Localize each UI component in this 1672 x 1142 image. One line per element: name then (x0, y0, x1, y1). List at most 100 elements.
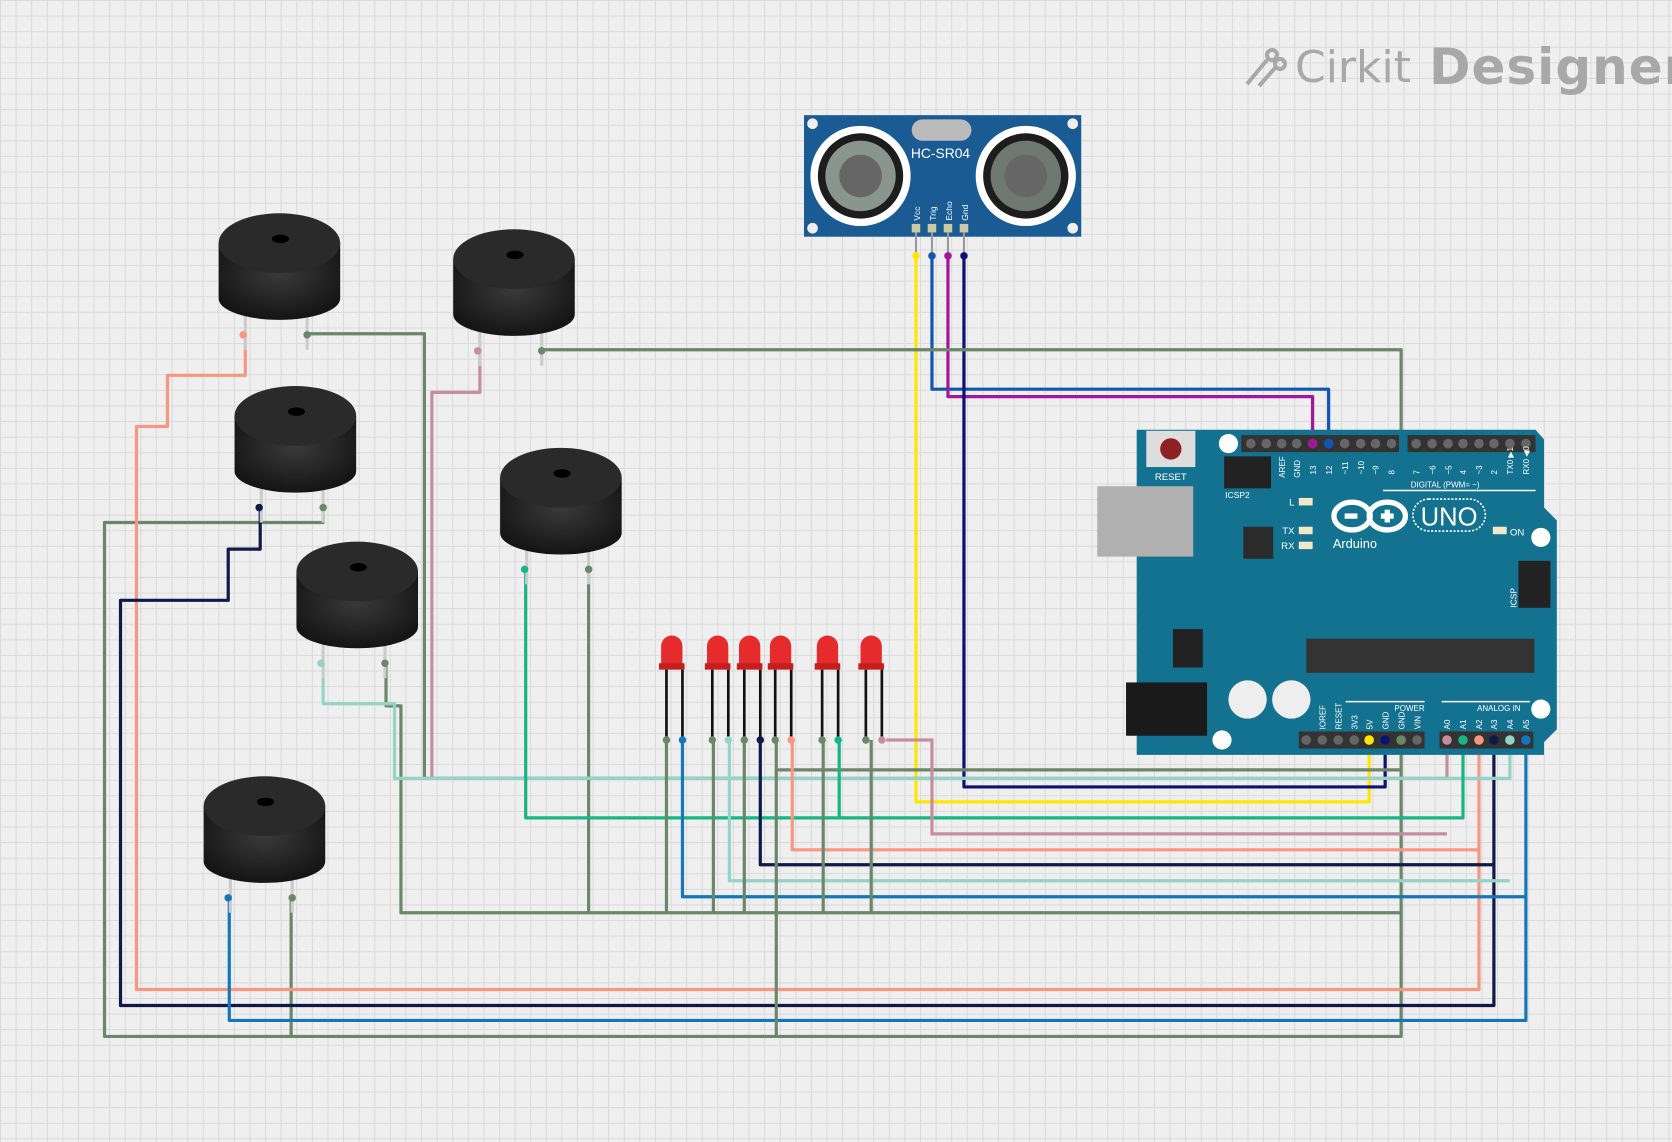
power-pin[interactable] (1412, 735, 1422, 745)
buzzer-pin[interactable] (317, 659, 325, 667)
buzzer-4[interactable] (296, 541, 419, 679)
led-anode[interactable] (878, 736, 886, 744)
digital-pin[interactable] (1427, 438, 1437, 449)
digital-pin[interactable] (1443, 438, 1453, 449)
digital-pin-label: GND (1293, 460, 1302, 478)
wire-buzzer4-a4[interactable] (321, 663, 1512, 780)
wire-trig-d12[interactable] (930, 255, 1331, 444)
led-cathode[interactable] (662, 736, 671, 744)
hc-sr04-sensor[interactable]: HC-SR04 Vcc Trig Echo Gnd (804, 115, 1082, 260)
transducer-right (975, 125, 1076, 227)
analog-pin[interactable] (1474, 735, 1484, 745)
digital-pin-label: 7 (1412, 470, 1421, 475)
buzzer-pin[interactable] (473, 347, 482, 355)
digital-pin[interactable] (1355, 438, 1366, 449)
wire-led1-a5[interactable] (680, 740, 1526, 899)
buzzer-pin[interactable] (537, 347, 546, 355)
wires (102, 255, 1528, 1039)
red-led-3[interactable] (736, 635, 765, 744)
buzzer-3[interactable] (234, 385, 357, 523)
led-cathode[interactable] (818, 736, 826, 744)
buzzer-hole (349, 563, 367, 572)
digital-pin-label: 2 (1490, 470, 1499, 475)
buzzer-pin[interactable] (520, 565, 529, 574)
led-anode[interactable] (756, 736, 765, 744)
buzzer-pin[interactable] (239, 331, 247, 339)
analog-pin-label: A0 (1443, 719, 1452, 729)
digital-pin[interactable] (1370, 438, 1381, 449)
digital-pin[interactable] (1276, 438, 1287, 449)
power-pin[interactable] (1349, 735, 1360, 745)
wire-buzzer6-a5[interactable] (227, 740, 1528, 1023)
digital-pin[interactable] (1505, 438, 1515, 449)
buzzer-pin[interactable] (584, 565, 593, 574)
wire-led6-a0[interactable] (886, 738, 1447, 836)
buzzer-pin[interactable] (288, 894, 296, 902)
analog-pin[interactable] (1489, 735, 1499, 745)
digital-pin[interactable] (1474, 438, 1484, 449)
power-pin[interactable] (1301, 735, 1312, 745)
led-cathode[interactable] (708, 736, 717, 744)
red-led-2[interactable] (704, 635, 733, 744)
analog-pin[interactable] (1458, 735, 1468, 745)
digital-pin-label: 4 (1459, 470, 1468, 475)
wire-buzzer2-a0[interactable] (430, 349, 1449, 780)
led-cathode[interactable] (771, 736, 779, 744)
red-led-4[interactable] (767, 635, 795, 744)
power-pin[interactable] (1317, 735, 1328, 745)
wire-echo-d13[interactable] (946, 255, 1315, 444)
wire-buzzer5-a1[interactable] (524, 569, 1465, 820)
buzzer-pin[interactable] (224, 894, 232, 902)
buzzer-6[interactable] (203, 776, 326, 913)
digital-pin[interactable] (1521, 438, 1531, 449)
analog-pin[interactable] (1521, 735, 1531, 745)
analog-pin[interactable] (1442, 735, 1452, 745)
digital-pin[interactable] (1339, 438, 1350, 449)
wire-led3-a3[interactable] (758, 740, 1494, 867)
wire-buzzer1-a2[interactable] (134, 333, 1481, 992)
icsp-header (1518, 560, 1551, 608)
digital-pin-label: ~3 (1475, 465, 1484, 475)
wire-gnd-sensor[interactable] (962, 255, 1387, 789)
led-anode[interactable] (724, 736, 733, 744)
led-tx (1298, 526, 1313, 535)
buzzer-pin[interactable] (255, 503, 263, 512)
power-pin-label: IOREF (1318, 705, 1327, 730)
led-anode[interactable] (678, 736, 687, 744)
red-led-5[interactable] (814, 635, 842, 744)
wire-led4-a2[interactable] (790, 740, 1479, 852)
buzzer-pin[interactable] (381, 659, 389, 667)
led-cathode[interactable] (740, 736, 749, 744)
wire-ground-bus-2[interactable] (384, 663, 1402, 915)
digital-pin[interactable] (1411, 438, 1421, 449)
buzzer-pin[interactable] (319, 503, 327, 512)
wire-led2-a4[interactable] (727, 740, 1510, 883)
wire-buzzer3-a3[interactable] (118, 507, 1496, 1008)
digital-pin[interactable] (1261, 438, 1272, 449)
buzzer-5[interactable] (500, 447, 622, 585)
buzzer-pin[interactable] (303, 331, 311, 339)
buzzer-1[interactable] (218, 213, 341, 350)
buzzer-hole (553, 469, 571, 478)
cirkit-designer-logo: Cirkit Designer (1245, 38, 1672, 96)
led-cathode[interactable] (862, 736, 870, 744)
red-led-6[interactable] (858, 635, 886, 744)
power-pin[interactable] (1333, 735, 1344, 745)
digital-pin[interactable] (1291, 438, 1302, 449)
analog-pin[interactable] (1505, 735, 1515, 745)
digital-pin[interactable] (1458, 438, 1468, 449)
led-l-label: L (1289, 497, 1295, 508)
digital-pin[interactable] (1245, 438, 1256, 449)
buzzer-hole (287, 407, 305, 416)
led-on (1492, 526, 1507, 535)
buzzer-2[interactable] (453, 229, 575, 366)
power-pin-label: 5V (1365, 719, 1374, 729)
red-led-1[interactable] (658, 635, 687, 744)
digital-pin[interactable] (1386, 438, 1397, 449)
power-pin-label: VIN (1413, 716, 1422, 730)
led-anode[interactable] (787, 736, 795, 744)
led-anode[interactable] (834, 736, 842, 744)
digital-pin[interactable] (1489, 438, 1499, 449)
